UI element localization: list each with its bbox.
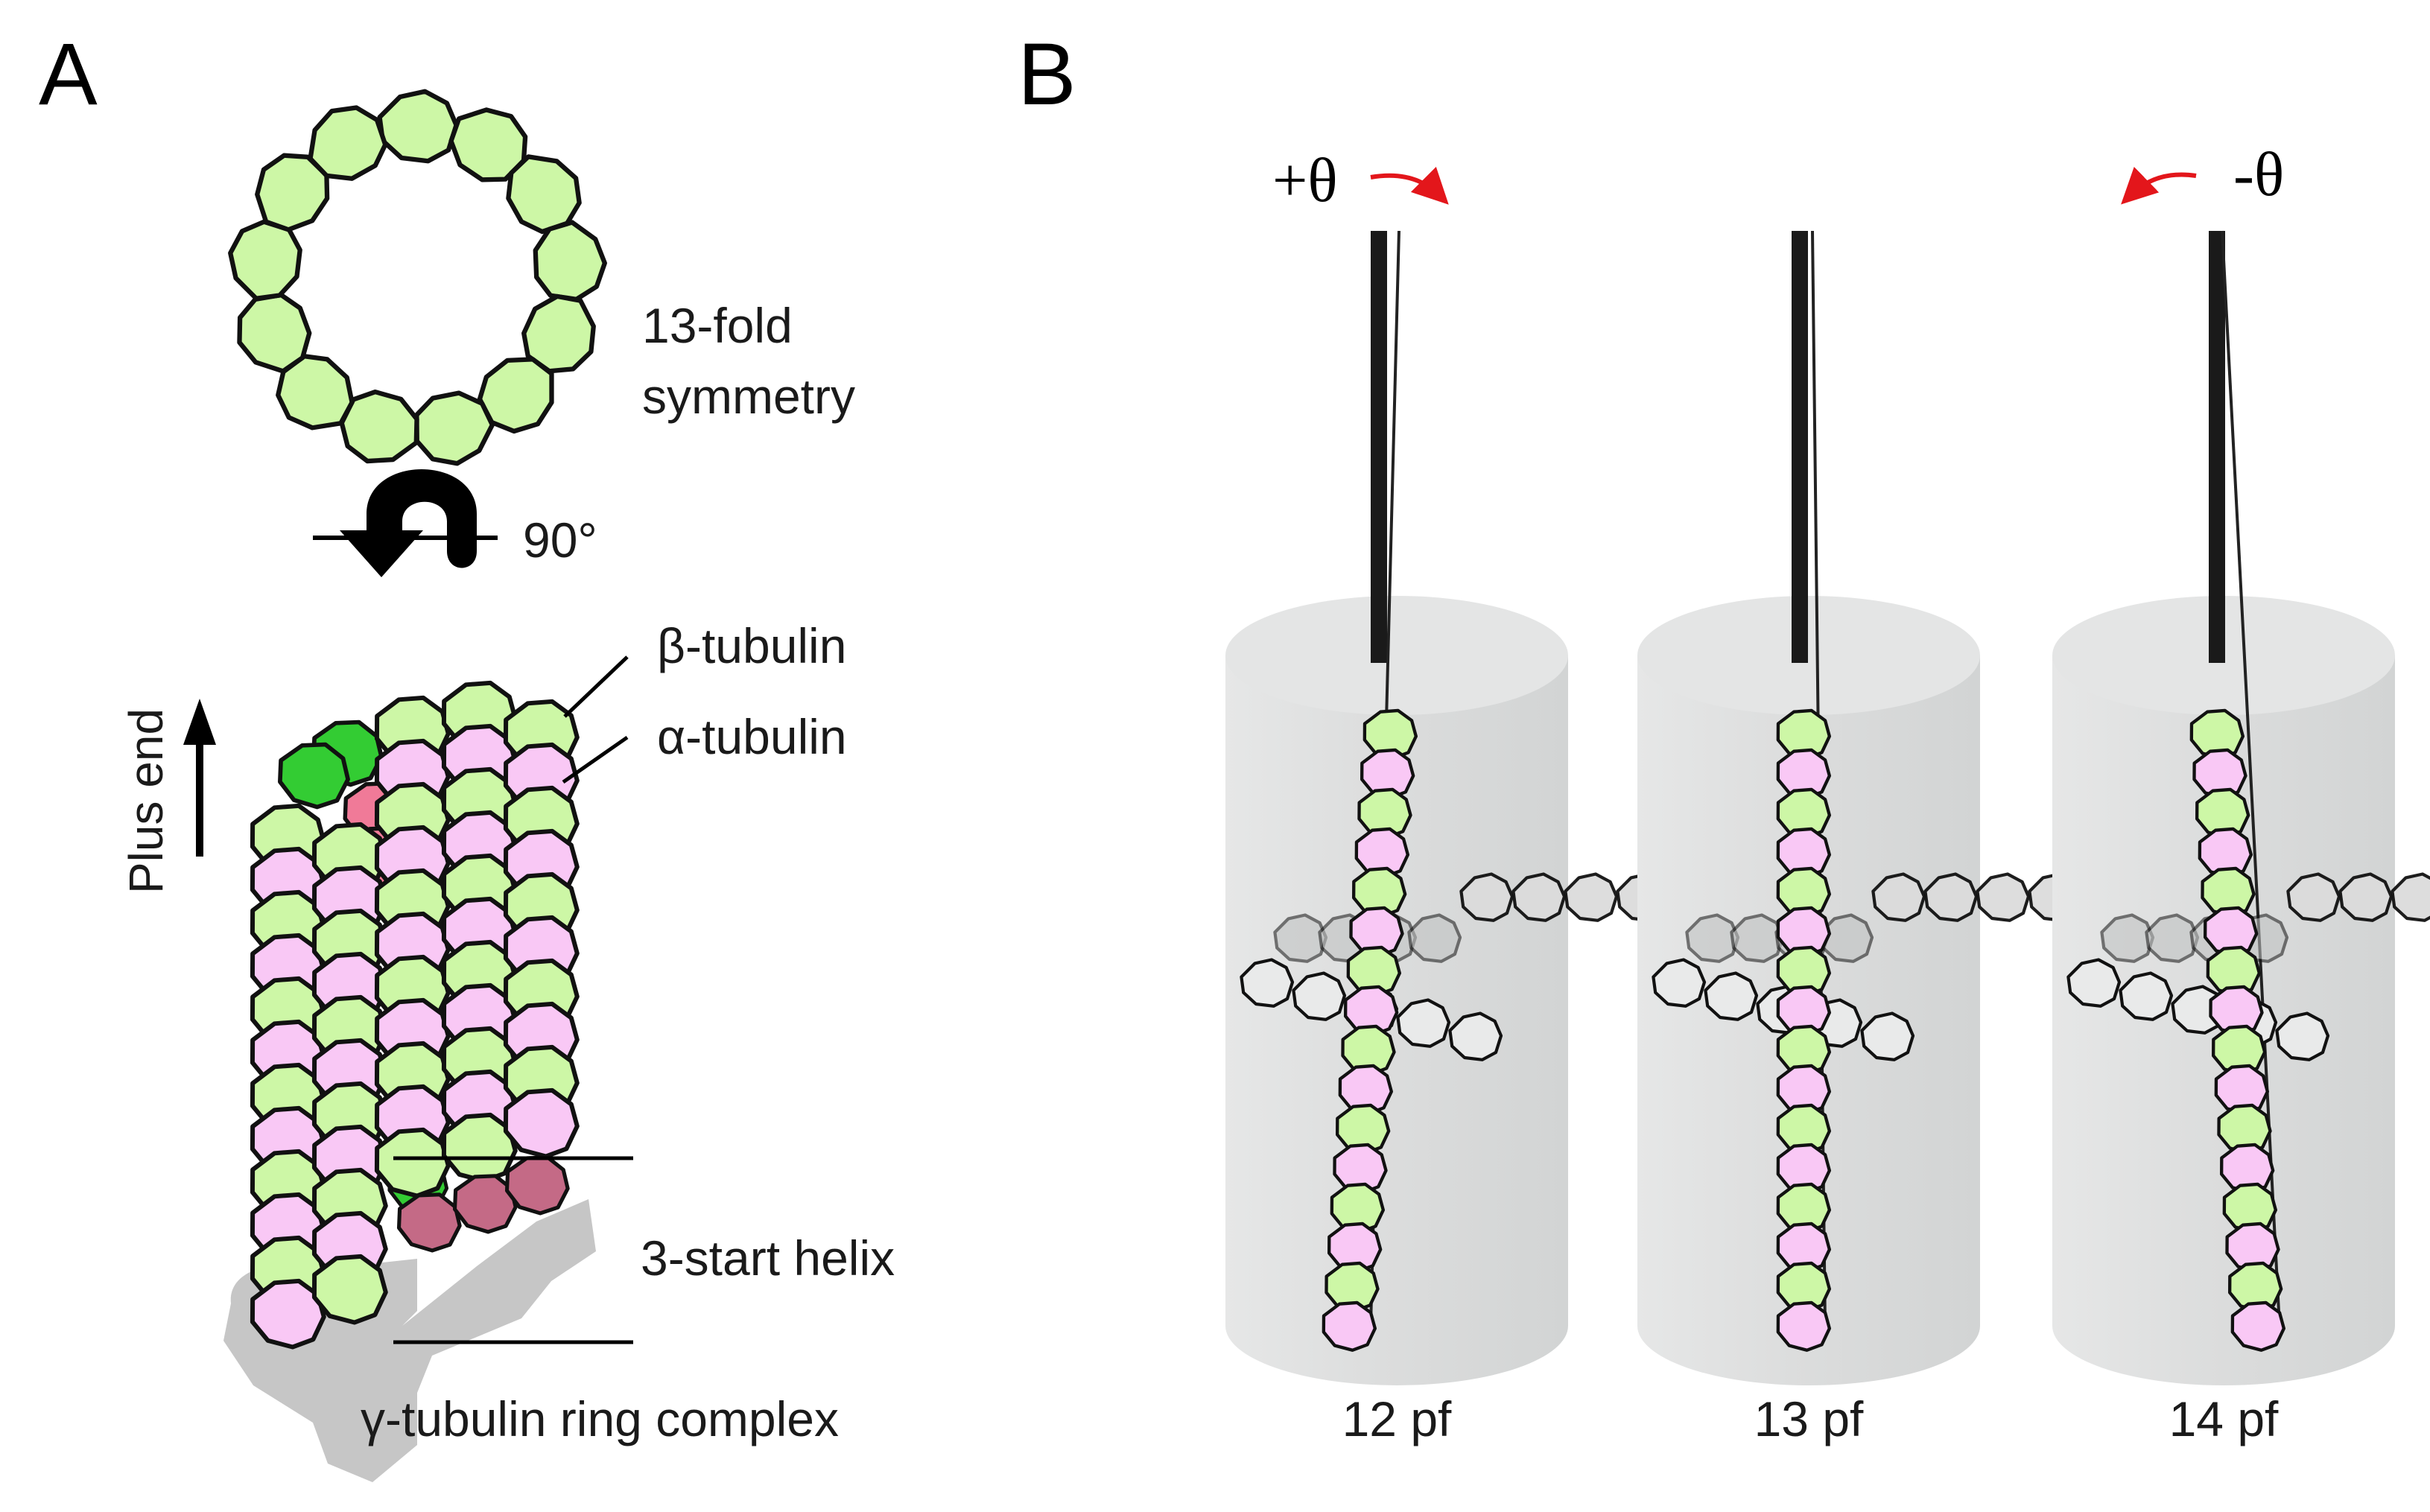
- pf12-label: 12 pf: [1342, 1391, 1452, 1446]
- negative-theta-label: -θ: [2233, 140, 2284, 209]
- cylinder-model: [1637, 230, 2081, 1385]
- cylinder-model: [1225, 230, 1669, 1385]
- cylinder-top: [1637, 596, 1980, 715]
- ring-subunit: [380, 92, 457, 161]
- pf13-label: 13 pf: [1754, 1391, 1864, 1446]
- three-start-helix-label: 3-start helix: [641, 1230, 895, 1286]
- alpha-leader-line: [562, 735, 629, 784]
- cylinder-model: [2052, 230, 2430, 1385]
- gamma-tubulin-label: γ-tubulin ring complex: [361, 1391, 839, 1446]
- symmetry-label-line1: 13-fold: [642, 298, 793, 353]
- positive-theta-label: +θ: [1272, 146, 1338, 215]
- beta-tubulin-label: β-tubulin: [657, 618, 846, 673]
- reference-rod: [2209, 231, 2225, 663]
- red-arrow-right-icon: [1370, 166, 1449, 205]
- thirteen-fold-ring: [225, 92, 609, 473]
- reference-rod: [1371, 231, 1387, 663]
- rotation-label: 90°: [523, 512, 597, 568]
- protofilament-axis-line: [2221, 230, 2281, 1327]
- panel-letter-b: B: [1018, 25, 1076, 124]
- band-subunit: [1565, 874, 1617, 921]
- plus-end-arrow-icon: [183, 699, 216, 857]
- beta-leader-line: [563, 655, 629, 718]
- alpha-tubulin-label: α-tubulin: [657, 709, 847, 764]
- band-subunit: [2392, 874, 2430, 921]
- cylinder-models: [1225, 230, 2430, 1385]
- band-subunit: [1977, 874, 2028, 921]
- panel-letter-a: A: [39, 25, 98, 124]
- pf14-label: 14 pf: [2169, 1391, 2279, 1446]
- red-arrow-left-icon: [2121, 166, 2197, 205]
- rotation-arrow-icon: [313, 469, 498, 577]
- reference-rod: [1792, 231, 1808, 663]
- ring-subunit: [230, 222, 299, 299]
- symmetry-label-line2: symmetry: [642, 369, 855, 424]
- plus-end-label: Plus end: [119, 708, 173, 894]
- cylinder-top: [1225, 596, 1568, 715]
